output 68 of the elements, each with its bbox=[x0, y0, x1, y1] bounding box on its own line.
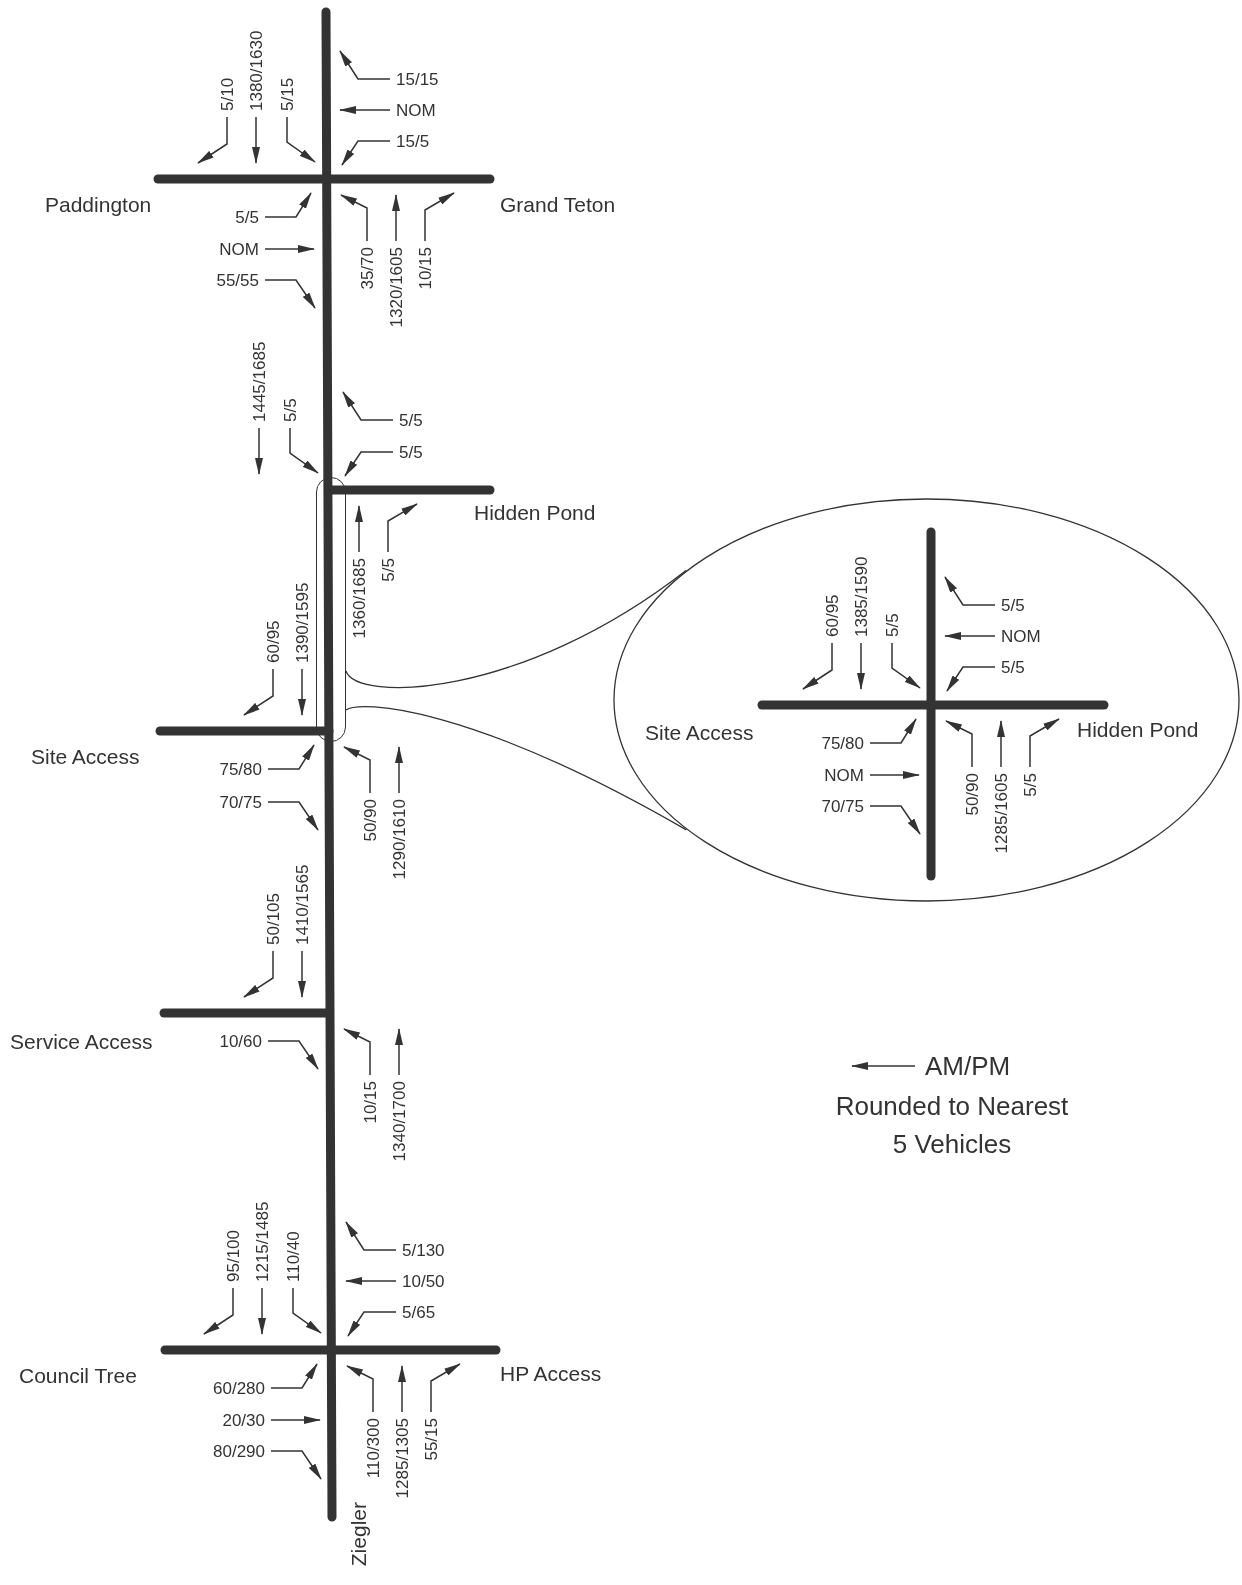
volume-label: 110/40 bbox=[284, 1231, 302, 1282]
volume-label: 1340/1700 bbox=[390, 1081, 408, 1162]
volume-label: 5/65 bbox=[402, 1303, 436, 1321]
volume-label: 10/15 bbox=[416, 247, 434, 290]
volume-label: 50/105 bbox=[264, 893, 282, 945]
street-name: Service Access bbox=[10, 1030, 153, 1052]
volume-label: 95/100 bbox=[224, 1230, 242, 1282]
volume-label: 110/300 bbox=[364, 1418, 382, 1479]
volume-label: 20/30 bbox=[222, 1411, 265, 1429]
volume-label: 5/15 bbox=[278, 77, 296, 111]
volume-label: 5/5 bbox=[883, 613, 901, 637]
volume-label: 15/5 bbox=[396, 132, 430, 150]
volume-label: 1320/1605 bbox=[387, 247, 405, 328]
volume-label: 1380/1630 bbox=[247, 30, 265, 111]
volume-label: 50/90 bbox=[963, 773, 981, 816]
volume-label: 60/95 bbox=[264, 620, 282, 663]
volume-label: 55/55 bbox=[216, 271, 259, 289]
volume-label: NOM bbox=[824, 766, 864, 784]
volume-label: 5/5 bbox=[1001, 658, 1025, 676]
note-text: Rounded to Nearest 5 Vehicles bbox=[834, 1090, 1070, 1161]
volume-label: NOM bbox=[1001, 627, 1041, 645]
volume-label: 1410/1565 bbox=[293, 864, 311, 945]
volume-label: 15/15 bbox=[396, 70, 439, 88]
volume-label: 80/290 bbox=[213, 1442, 265, 1460]
street-name: Site Access bbox=[31, 745, 140, 767]
volume-label: 1285/1605 bbox=[992, 773, 1010, 854]
volume-label: 5/5 bbox=[1001, 596, 1025, 614]
callout-line bbox=[345, 706, 687, 831]
volume-label: 75/80 bbox=[821, 734, 864, 752]
volume-label: 1215/1485 bbox=[253, 1201, 271, 1282]
volume-label: 5/5 bbox=[281, 398, 299, 422]
volume-label: 5/5 bbox=[235, 208, 259, 226]
volume-label: 10/60 bbox=[219, 1032, 262, 1050]
volume-label: 1290/1610 bbox=[390, 799, 408, 880]
volume-label: 10/15 bbox=[361, 1081, 379, 1124]
street-name: Council Tree bbox=[19, 1364, 137, 1386]
volume-label: 5/5 bbox=[379, 558, 397, 582]
volume-label: 70/75 bbox=[821, 797, 864, 815]
legend-label: AM/PM bbox=[925, 1053, 1011, 1079]
volume-label: 1360/1685 bbox=[350, 558, 368, 639]
volume-label: 5/10 bbox=[218, 77, 236, 111]
volume-label: 5/5 bbox=[1021, 773, 1039, 797]
volume-label: 35/70 bbox=[358, 247, 376, 290]
volume-label: 1390/1595 bbox=[293, 582, 311, 663]
volume-label: 1445/1685 bbox=[250, 341, 268, 422]
volume-label: 55/15 bbox=[422, 1418, 440, 1461]
street-name: HP Access bbox=[500, 1362, 602, 1384]
volume-label: 75/80 bbox=[219, 760, 262, 778]
volume-label: NOM bbox=[219, 240, 259, 258]
volume-label: 5/5 bbox=[399, 411, 423, 429]
volume-label: 5/5 bbox=[399, 443, 423, 461]
street-name: Ziegler bbox=[347, 1502, 369, 1567]
street-name: Site Access bbox=[645, 721, 754, 743]
callout-line bbox=[345, 569, 687, 689]
volume-label: 50/90 bbox=[361, 799, 379, 842]
volume-label: NOM bbox=[396, 101, 436, 119]
volume-label: 1285/1305 bbox=[393, 1418, 411, 1499]
volume-label: 60/95 bbox=[823, 594, 841, 637]
volume-label: 5/130 bbox=[402, 1241, 445, 1259]
volume-label: 60/280 bbox=[213, 1379, 265, 1397]
street-name: Paddington bbox=[45, 193, 152, 215]
volume-label: 10/50 bbox=[402, 1272, 445, 1290]
street-name: Hidden Pond bbox=[474, 501, 596, 523]
volume-label: 1385/1590 bbox=[852, 556, 870, 637]
volume-label: 70/75 bbox=[219, 793, 262, 811]
magnifier-ellipse bbox=[613, 498, 1240, 902]
street-name: Grand Teton bbox=[500, 193, 616, 215]
street-name: Hidden Pond bbox=[1077, 718, 1199, 740]
